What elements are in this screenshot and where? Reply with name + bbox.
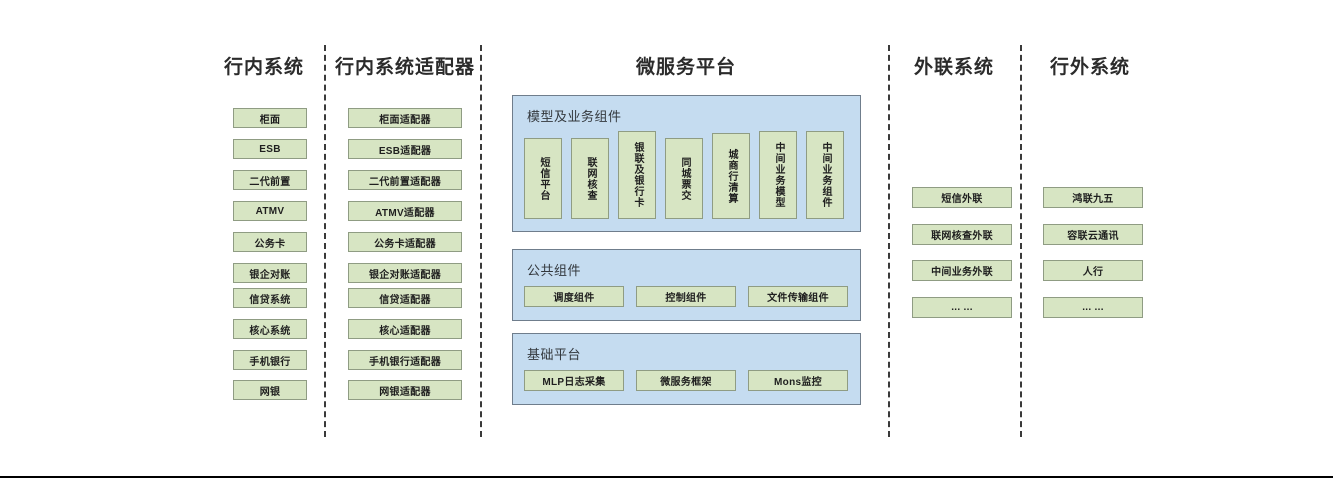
internal-system-item-10[interactable]: 网银 xyxy=(233,380,307,400)
internal-system-item-5[interactable]: 公务卡 xyxy=(233,232,307,252)
panel-title-base-platform: 基础平台 xyxy=(527,347,582,362)
internal-system-item-9[interactable]: 手机银行 xyxy=(233,350,307,370)
public-component-2[interactable]: 控制组件 xyxy=(636,286,736,307)
model-component-6[interactable]: 中间业务模型 xyxy=(759,131,797,219)
column-title-external-link-systems: 外联系统 xyxy=(913,57,994,78)
internal-system-item-6[interactable]: 银企对账 xyxy=(233,263,307,283)
model-component-2[interactable]: 联网核查 xyxy=(571,138,609,219)
external-link-item-2[interactable]: 联网核查外联 xyxy=(912,224,1012,245)
public-component-1[interactable]: 调度组件 xyxy=(524,286,624,307)
internal-system-item-8[interactable]: 核心系统 xyxy=(233,319,307,339)
internal-system-item-2[interactable]: ESB xyxy=(233,139,307,159)
outside-bank-item-2[interactable]: 容联云通讯 xyxy=(1043,224,1143,245)
public-component-3[interactable]: 文件传输组件 xyxy=(748,286,848,307)
adapter-item-9[interactable]: 手机银行适配器 xyxy=(348,350,462,370)
adapter-item-3[interactable]: 二代前置适配器 xyxy=(348,170,462,190)
panel-title-model-business-components: 模型及业务组件 xyxy=(527,109,622,124)
adapter-item-6[interactable]: 银企对账适配器 xyxy=(348,263,462,283)
column-title-internal-system-adapters: 行内系统适配器 xyxy=(334,57,475,78)
column-title-internal-systems: 行内系统 xyxy=(223,57,304,78)
panel-title-public-components: 公共组件 xyxy=(527,263,582,278)
base-platform-item-1[interactable]: MLP日志采集 xyxy=(524,370,624,391)
internal-system-item-7[interactable]: 信贷系统 xyxy=(233,288,307,308)
model-component-4[interactable]: 同城票交 xyxy=(665,138,703,219)
model-component-1[interactable]: 短信平台 xyxy=(524,138,562,219)
column-title-outside-bank-systems: 行外系统 xyxy=(1049,57,1130,78)
bottom-rule xyxy=(0,476,1333,478)
base-platform-item-3[interactable]: Mons监控 xyxy=(748,370,848,391)
base-platform-item-2[interactable]: 微服务框架 xyxy=(636,370,736,391)
adapter-item-4[interactable]: ATMV适配器 xyxy=(348,201,462,221)
panel-public-components: 公共组件 xyxy=(512,249,861,321)
external-link-item-3[interactable]: 中间业务外联 xyxy=(912,260,1012,281)
panel-base-platform: 基础平台 xyxy=(512,333,861,405)
adapter-item-2[interactable]: ESB适配器 xyxy=(348,139,462,159)
external-link-item-4[interactable]: ... ... xyxy=(912,297,1012,318)
adapter-item-10[interactable]: 网银适配器 xyxy=(348,380,462,400)
adapter-item-5[interactable]: 公务卡适配器 xyxy=(348,232,462,252)
outside-bank-item-3[interactable]: 人行 xyxy=(1043,260,1143,281)
divider-4 xyxy=(1020,45,1022,437)
adapter-item-8[interactable]: 核心适配器 xyxy=(348,319,462,339)
internal-system-item-1[interactable]: 柜面 xyxy=(233,108,307,128)
external-link-item-1[interactable]: 短信外联 xyxy=(912,187,1012,208)
adapter-item-7[interactable]: 信贷适配器 xyxy=(348,288,462,308)
model-component-5[interactable]: 城商行清算 xyxy=(712,133,750,219)
internal-system-item-3[interactable]: 二代前置 xyxy=(233,170,307,190)
outside-bank-item-1[interactable]: 鸿联九五 xyxy=(1043,187,1143,208)
internal-system-item-4[interactable]: ATMV xyxy=(233,201,307,221)
divider-1 xyxy=(324,45,326,437)
model-component-7[interactable]: 中间业务组件 xyxy=(806,131,844,219)
divider-2 xyxy=(480,45,482,437)
divider-3 xyxy=(888,45,890,437)
model-component-3[interactable]: 银联及银行卡 xyxy=(618,131,656,219)
outside-bank-item-4[interactable]: ... ... xyxy=(1043,297,1143,318)
column-title-microservice-platform: 微服务平台 xyxy=(635,57,736,78)
adapter-item-1[interactable]: 柜面适配器 xyxy=(348,108,462,128)
